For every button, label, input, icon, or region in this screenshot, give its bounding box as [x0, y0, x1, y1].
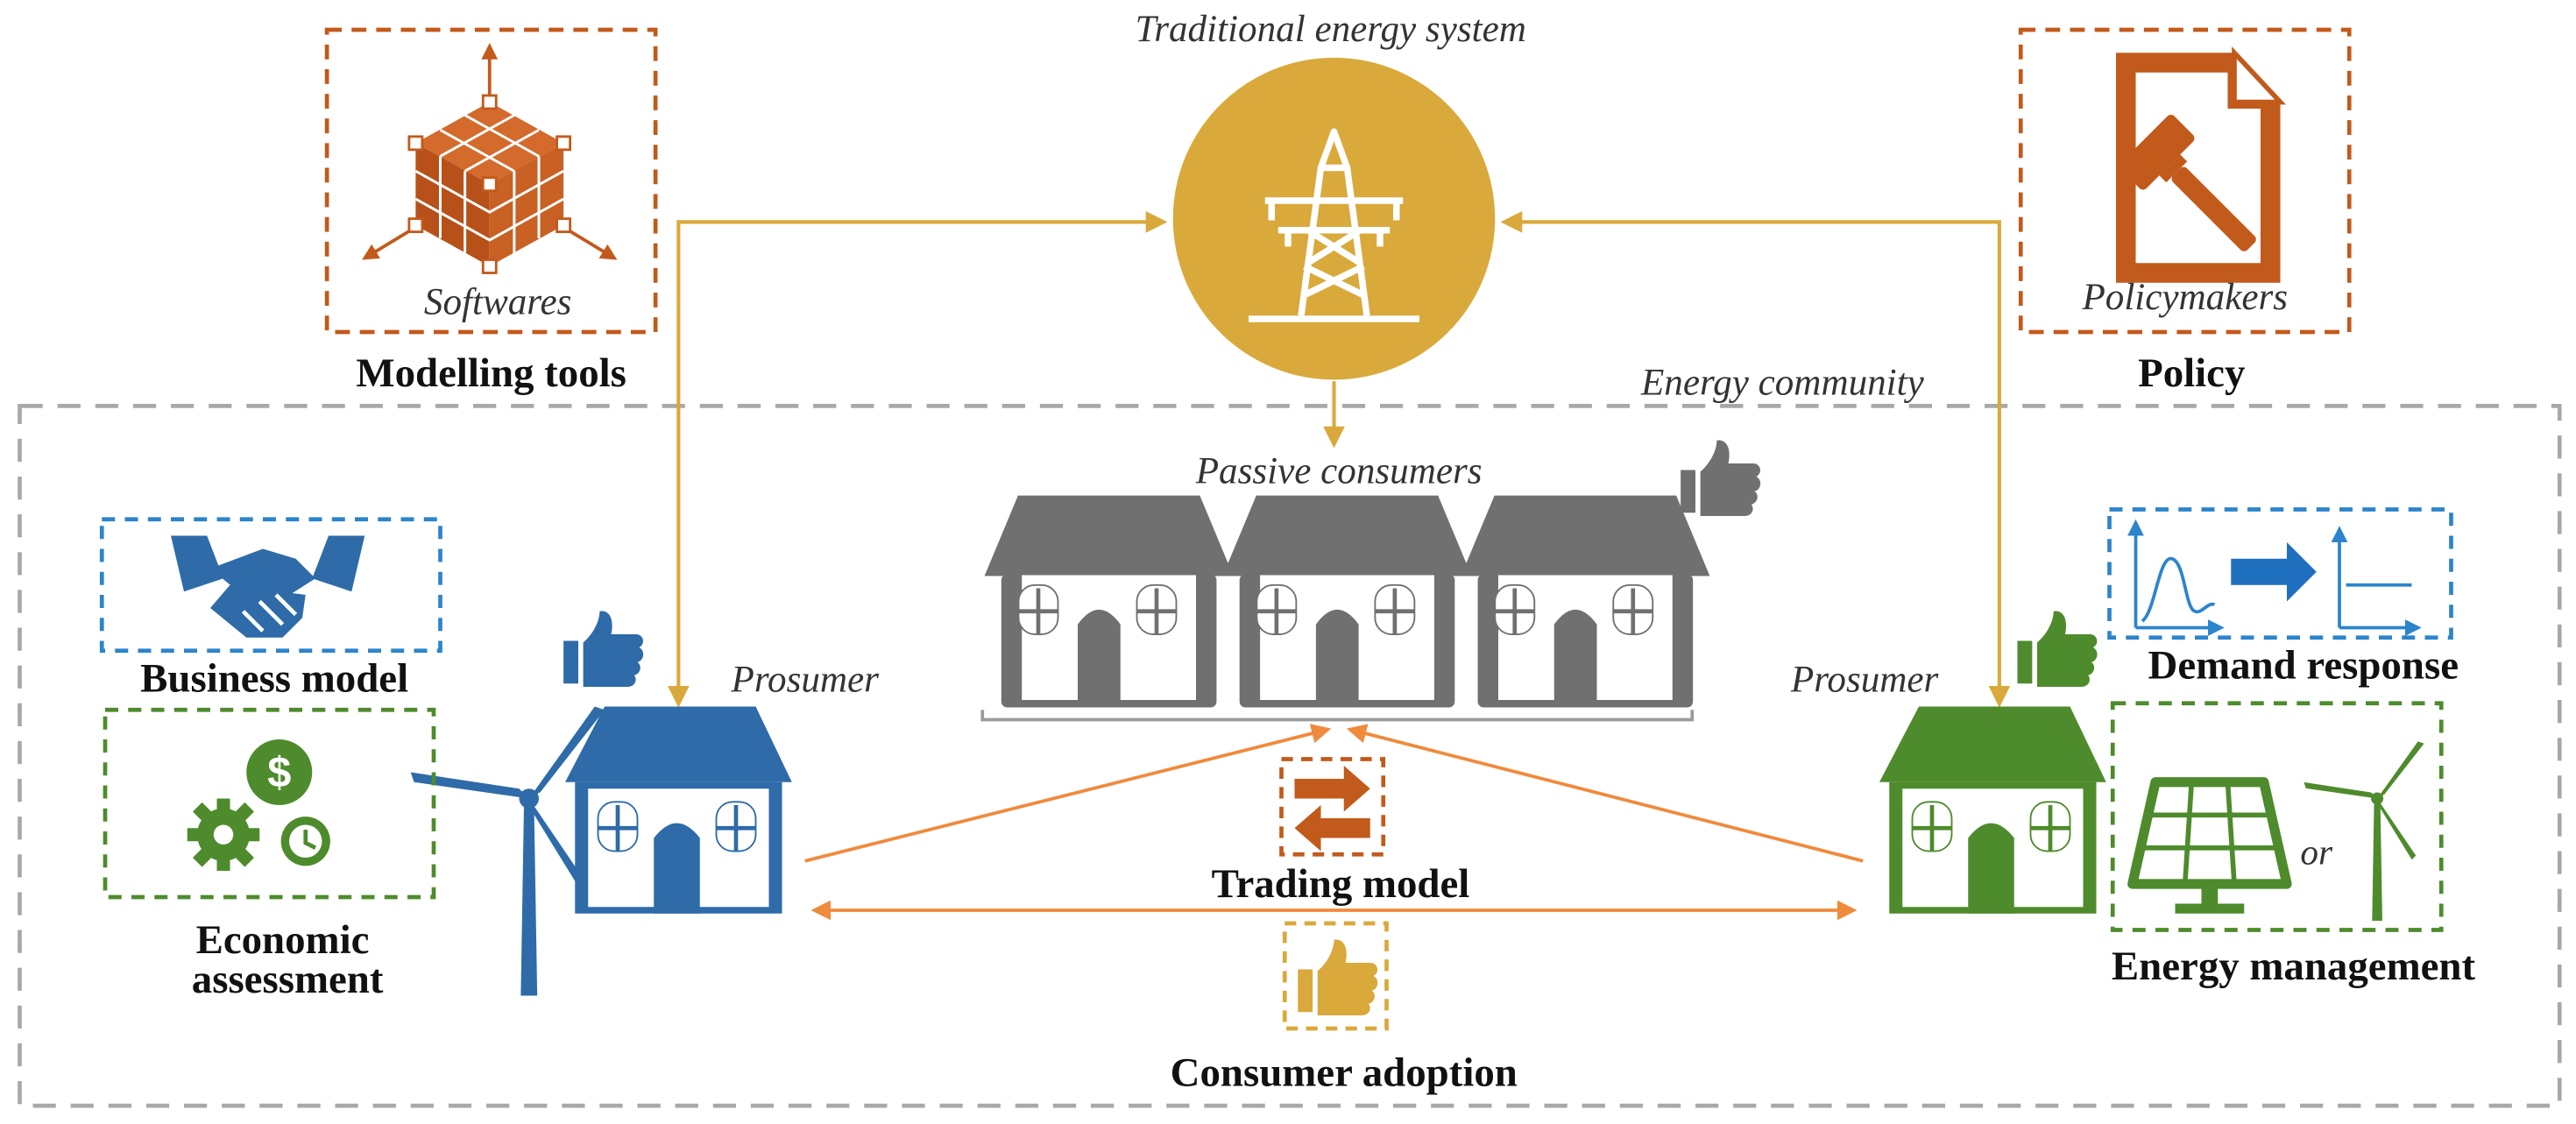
demand-response-box — [2107, 507, 2453, 640]
trading-arrows — [804, 724, 1864, 921]
svg-text:$: $ — [267, 749, 291, 796]
policymakers-box — [2018, 27, 2352, 335]
energy-community-boundary — [18, 404, 2562, 1108]
gold-connectors — [668, 211, 2011, 708]
softwares-label: Softwares — [424, 281, 571, 322]
prosumer-right-house — [1879, 706, 2106, 914]
energy-management-label: Energy management — [2112, 944, 2476, 989]
consumer-adoption-label: Consumer adoption — [1171, 1050, 1518, 1096]
demand-response-label: Demand response — [2148, 643, 2459, 689]
trading-model-box — [1279, 757, 1386, 857]
cube-icon — [362, 42, 618, 274]
solar-panel-icon — [2127, 777, 2292, 914]
prosumer-left-label: Prosumer — [731, 660, 880, 701]
economic-assessment-box — [103, 707, 436, 900]
economic-assessment-label-line1: Economic — [196, 917, 370, 963]
exchange-arrows-icon — [1294, 766, 1370, 852]
money-gears-icon: $ — [187, 739, 330, 871]
prosumer-right-label: Prosumer — [1790, 660, 1939, 701]
passive-consumers-label: Passive consumers — [1195, 451, 1483, 492]
modelling-tools-label: Modelling tools — [356, 350, 626, 396]
thumbs-up-icon — [563, 611, 644, 687]
economic-assessment-label-line2: assessment — [192, 957, 384, 1002]
thumbs-up-icon — [1681, 440, 1761, 516]
or-label: or — [2300, 832, 2333, 873]
traditional-energy-system-title: Traditional energy system — [1136, 9, 1526, 50]
energy-community-label: Energy community — [1640, 362, 1925, 403]
thumbs-up-icon — [2017, 611, 2098, 687]
passive-consumers-bracket — [980, 710, 1695, 722]
softwares-box — [324, 27, 658, 335]
demand-curve-icon — [2127, 519, 2422, 636]
policymakers-label: Policymakers — [2081, 277, 2288, 318]
policy-label: Policy — [2138, 350, 2245, 396]
handshake-icon — [171, 535, 365, 638]
business-model-box — [99, 517, 442, 654]
demand-response-arrow — [2231, 542, 2317, 602]
trading-model-label: Trading model — [1212, 861, 1470, 907]
power-tower-icon — [1172, 57, 1496, 380]
gavel-document-icon — [2116, 46, 2286, 283]
prosumer-left-house — [565, 706, 792, 914]
business-model-label: Business model — [140, 656, 408, 702]
energy-management-box — [2110, 701, 2444, 932]
